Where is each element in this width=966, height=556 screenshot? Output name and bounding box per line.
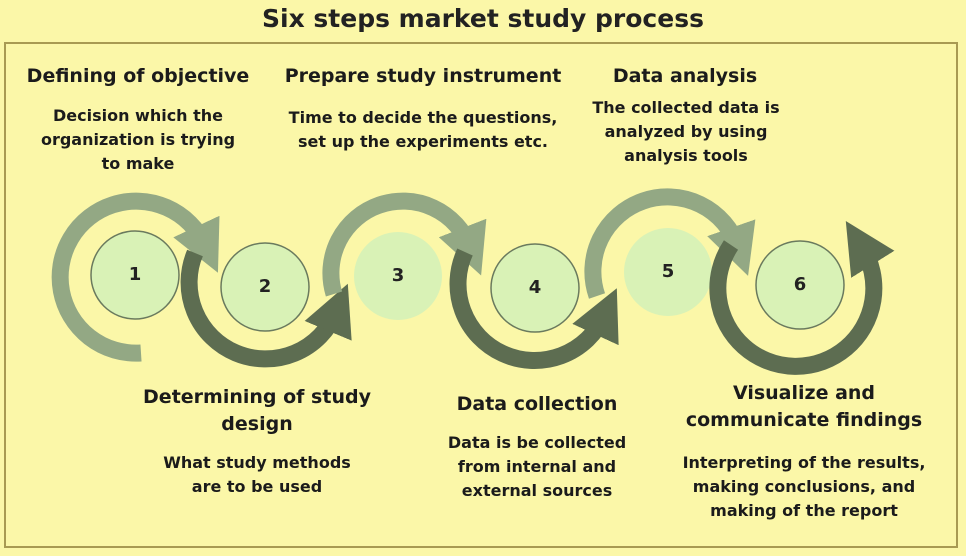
diagram-title: Six steps market study process: [262, 4, 704, 33]
step-circle-1: [90, 230, 180, 320]
step-5-title: Data analysis: [612, 65, 758, 87]
desc-line: making conclusions, and: [692, 477, 916, 496]
title-line: communicate findings: [685, 409, 923, 431]
step-3-title: Prepare study instrument: [284, 65, 562, 87]
desc-line: What study methods: [163, 453, 351, 472]
step-circle-6: [755, 240, 845, 330]
desc-line: Data is be collected: [447, 433, 627, 452]
step-3-description: Time to decide the questions, set up the…: [268, 106, 578, 154]
step-circle-4: [490, 243, 580, 333]
step-number-6: 6: [793, 274, 807, 295]
step-number-5: 5: [661, 261, 675, 282]
step-4-title: Data collection: [456, 393, 618, 415]
step-number-1: 1: [128, 264, 142, 285]
desc-line: analyzed by using: [604, 122, 768, 141]
arrow-step-5: [584, 188, 756, 299]
arrow-step-6: [709, 221, 895, 375]
step-1-description: Decision which the organization is tryin…: [10, 104, 266, 176]
desc-line: analysis tools: [624, 146, 748, 165]
desc-line: organization is trying: [40, 130, 236, 149]
step-circle-3: [354, 232, 442, 320]
arrow-step-4: [449, 248, 619, 370]
arrow-step-2: [180, 249, 352, 368]
step-number-3: 3: [391, 265, 405, 286]
desc-line: Time to decide the questions,: [288, 108, 558, 127]
arrow-step-3: [322, 192, 487, 297]
desc-line: external sources: [461, 481, 613, 500]
desc-line: making of the report: [710, 501, 898, 520]
step-number-2: 2: [258, 276, 272, 297]
step-1-title: Defining of objective: [26, 65, 250, 87]
desc-line: set up the experiments etc.: [297, 132, 549, 151]
title-line: design: [221, 413, 293, 435]
step-2-description: What study methods are to be used: [130, 451, 384, 499]
step-6-description: Interpreting of the results, making conc…: [664, 451, 944, 523]
diagram-frame: [4, 42, 958, 548]
step-2-title: Determining of study design: [130, 384, 384, 438]
step-circle-5: [624, 228, 712, 316]
desc-line: Decision which the: [52, 106, 224, 125]
step-6-title: Visualize and communicate findings: [664, 380, 944, 434]
desc-line: The collected data is: [592, 98, 780, 117]
desc-line: from internal and: [457, 457, 617, 476]
title-line: Visualize and: [732, 382, 876, 404]
step-5-description: The collected data is analyzed by using …: [568, 96, 804, 168]
step-number-4: 4: [528, 277, 542, 298]
desc-line: are to be used: [191, 477, 323, 496]
desc-line: to make: [101, 154, 175, 173]
desc-line: Interpreting of the results,: [682, 453, 926, 472]
title-line: Determining of study: [143, 386, 371, 408]
arrow-step-1: [51, 192, 220, 362]
step-4-description: Data is be collected from internal and e…: [430, 431, 644, 503]
